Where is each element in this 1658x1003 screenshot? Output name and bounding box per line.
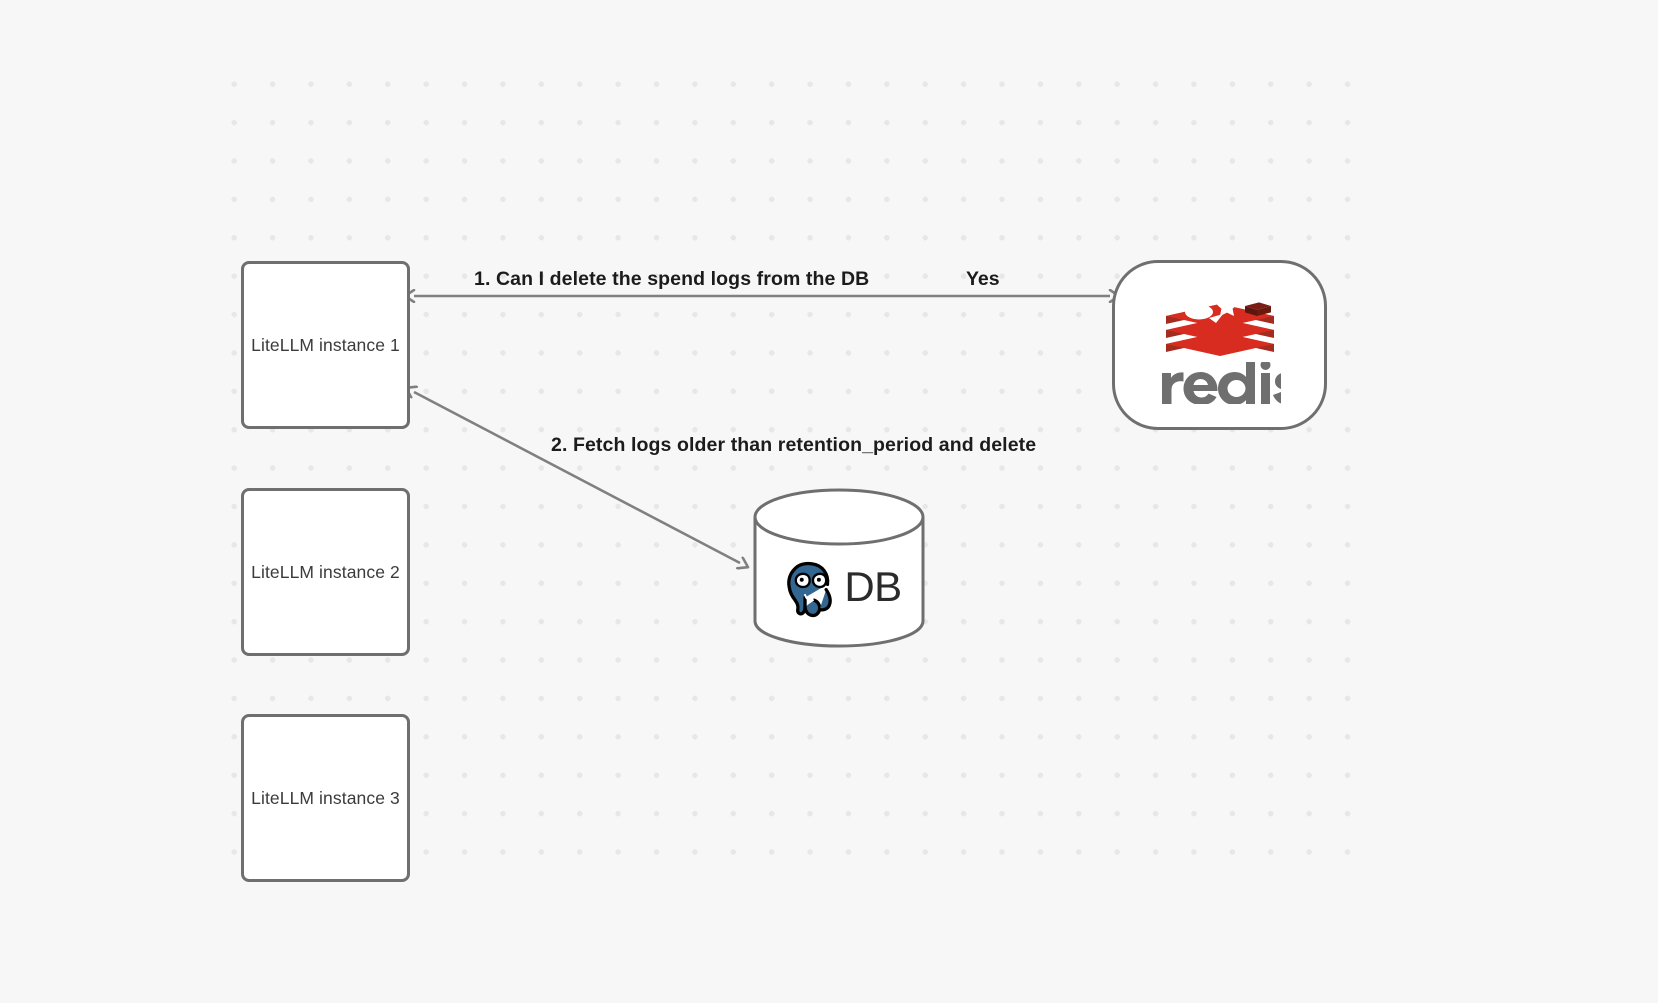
cylinder-shape [753, 488, 925, 648]
node-litellm-instance-3[interactable]: LiteLLM instance 3 [241, 714, 410, 882]
edge-label-step-2: 2. Fetch logs older than retention_perio… [551, 434, 1037, 456]
postgresql-elephant-icon [787, 561, 833, 618]
redis-stack-icon [1165, 296, 1274, 356]
redis-logo-icon [1159, 290, 1281, 404]
node-litellm-instance-1[interactable]: LiteLLM instance 1 [241, 261, 410, 429]
edge-litellm1-to-db [414, 392, 740, 563]
node-litellm-instance-2[interactable]: LiteLLM instance 2 [241, 488, 410, 656]
edge-label-step-1: 1. Can I delete the spend logs from the … [474, 268, 870, 290]
node-redis[interactable] [1112, 260, 1327, 430]
edge-label-reply-yes: Yes [966, 268, 1000, 290]
db-label: DB [844, 563, 902, 610]
node-label: LiteLLM instance 3 [251, 787, 400, 808]
node-label: LiteLLM instance 2 [251, 561, 400, 582]
node-label: LiteLLM instance 1 [251, 334, 400, 355]
redis-wordmark-icon [1161, 362, 1281, 404]
node-database[interactable]: DB [752, 487, 926, 651]
